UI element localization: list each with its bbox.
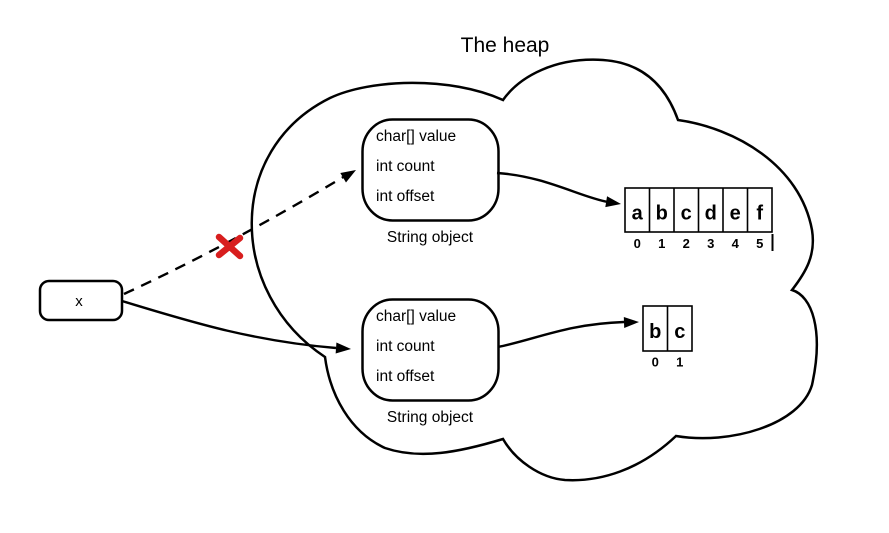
array-cell: b (656, 203, 668, 225)
array-index: 2 (683, 236, 690, 251)
array-index: 1 (676, 355, 683, 370)
string-object-1: char[] value int count int offset String… (361, 118, 500, 246)
field-int-count: int count (376, 158, 435, 175)
string-object-2-label: String object (387, 409, 474, 426)
string-object-1-outline (361, 118, 500, 222)
variable-box: x (38, 279, 124, 322)
current-reference-arrow (121, 299, 351, 354)
field-int-offset: int offset (376, 368, 435, 385)
variable-box-outline (38, 279, 124, 322)
array-index: 0 (634, 236, 641, 251)
field-char-value: char[] value (376, 308, 456, 325)
arrowhead-icon (605, 196, 621, 208)
value-arrow-2-line (497, 320, 625, 349)
variable-name: x (75, 293, 83, 310)
array-index: 3 (707, 236, 714, 251)
string-object-1-label: String object (387, 229, 474, 246)
array-index: 1 (658, 236, 665, 251)
array-index: 4 (732, 236, 740, 251)
field-int-count: int count (376, 338, 435, 355)
red-x-icon (215, 233, 244, 260)
array-cell: d (705, 203, 717, 225)
field-char-value: char[] value (376, 128, 456, 145)
string-object-2-outline (361, 298, 500, 402)
string-object-2: char[] value int count int offset String… (361, 298, 500, 426)
array-cell: c (681, 203, 692, 225)
current-reference-arrow-line (121, 299, 337, 350)
arrowhead-icon (623, 317, 639, 329)
array-cell: f (756, 203, 763, 225)
arrowhead-icon (340, 170, 356, 183)
char-array-2: b c 0 1 (642, 305, 693, 370)
value-arrow-1 (496, 171, 621, 208)
array-index: 5 (756, 236, 763, 251)
value-arrow-2 (497, 317, 639, 349)
array-cell: e (730, 203, 741, 225)
diagram-title: The heap (461, 34, 550, 57)
array-index: 0 (652, 355, 659, 370)
char-array-1: a b c d e f 0 1 2 3 4 5 (624, 187, 774, 251)
heap-cloud-shape (250, 58, 819, 482)
value-arrow-1-line (496, 171, 609, 204)
array-cell: b (649, 321, 661, 343)
array-cell: a (632, 203, 644, 225)
field-int-offset: int offset (376, 188, 435, 205)
array-cell: c (674, 321, 685, 343)
arrowhead-icon (335, 342, 351, 354)
